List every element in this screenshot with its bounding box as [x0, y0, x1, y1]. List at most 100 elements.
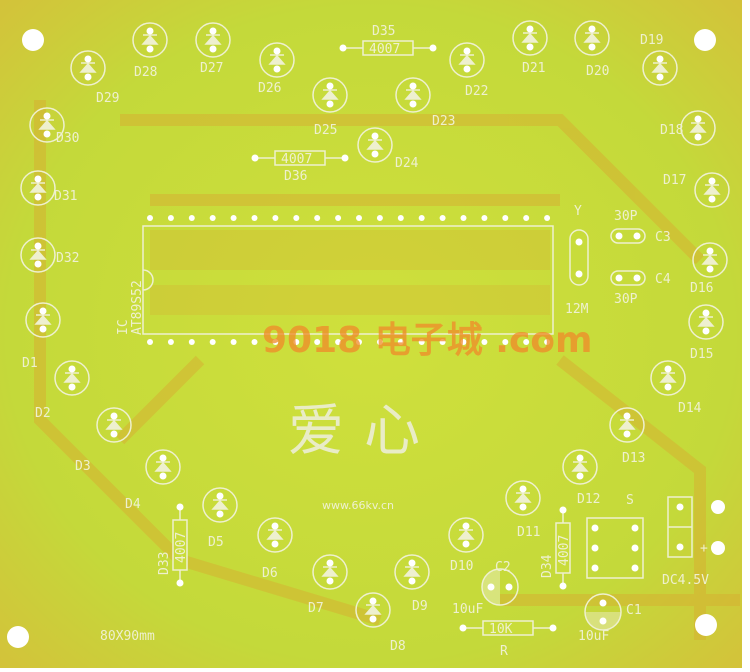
pad-hole	[694, 133, 702, 141]
pad-hole	[599, 599, 607, 607]
diode-symbol-icon	[458, 54, 476, 65]
led-outline	[505, 480, 541, 516]
led-outline	[195, 22, 231, 58]
led-label: D2	[35, 406, 51, 421]
resistor-ref: D33	[157, 552, 172, 575]
resistor-body	[482, 620, 534, 636]
crystal-value: 12M	[565, 302, 589, 317]
led-d27: D27	[195, 22, 231, 76]
pad-hole	[708, 177, 716, 185]
diode-symbol-icon	[404, 89, 422, 100]
pad-hole	[39, 325, 47, 333]
diode-symbol-icon	[63, 372, 81, 383]
cap-outline	[610, 228, 646, 244]
led-outline	[394, 554, 430, 590]
ic-pin	[272, 215, 279, 221]
diode-symbol-icon	[321, 89, 339, 100]
ic-pin	[147, 339, 153, 345]
ic-pin	[523, 215, 530, 221]
ic-pin	[293, 339, 300, 345]
ic-pin	[418, 339, 425, 345]
pad-hole	[559, 582, 567, 590]
pad-hole	[576, 472, 584, 480]
led-label: D23	[432, 114, 455, 129]
ic-pin	[439, 339, 446, 345]
diode-symbol-icon	[651, 62, 669, 73]
diode-symbol-icon	[105, 419, 123, 430]
power-plus: +	[700, 541, 708, 556]
led-d22: D22	[449, 42, 488, 99]
cap-outline	[481, 568, 519, 606]
led-d31: D31	[20, 170, 77, 206]
url-text: www.66kv.cn	[322, 499, 394, 512]
led-outline	[20, 170, 56, 206]
mounting-hole	[22, 29, 44, 51]
ic-pin	[293, 215, 300, 221]
pad-hole	[176, 503, 184, 511]
title-cn: 爱心	[288, 399, 440, 464]
resistor-ref: D34	[540, 554, 555, 578]
diode-symbol-icon	[457, 529, 475, 540]
cap-ref: C4	[655, 272, 671, 287]
ic-pin	[397, 215, 404, 221]
led-d13: D13	[609, 407, 645, 466]
led-label: D3	[75, 459, 91, 474]
cap-value: 30P	[614, 292, 638, 307]
pad-hole	[371, 132, 379, 140]
pad-hole	[519, 503, 527, 511]
pad-hole	[633, 274, 641, 282]
pad-hole	[526, 25, 534, 33]
pad-hole	[576, 454, 584, 462]
pad-hole	[505, 583, 513, 591]
pad-hole	[462, 522, 470, 530]
pad-hole	[369, 597, 377, 605]
pad-hole	[588, 25, 596, 33]
ic-pin	[481, 339, 488, 345]
pad-hole	[34, 242, 42, 250]
diode-symbol-icon	[29, 182, 47, 193]
ic-pin	[147, 215, 153, 221]
led-label: D11	[517, 525, 540, 540]
led-outline	[688, 304, 724, 340]
led-outline	[70, 50, 106, 86]
diode-symbol-icon	[689, 122, 707, 133]
pad-hole	[326, 100, 334, 108]
led-label: D15	[690, 347, 713, 362]
pad-hole	[526, 43, 534, 51]
cap-ref: C2	[495, 560, 511, 575]
pad-hole	[408, 559, 416, 567]
pad-hole	[463, 65, 471, 73]
pad-hole	[68, 365, 76, 373]
pad-hole	[631, 564, 639, 572]
pad-hole	[559, 506, 567, 514]
led-d12: D12	[562, 449, 600, 507]
ic-pin	[335, 339, 342, 345]
pad-hole	[656, 55, 664, 63]
led-outline	[312, 77, 348, 113]
led-d1: D1	[22, 302, 61, 371]
diode-symbol-icon	[154, 461, 172, 472]
diode-symbol-icon	[38, 119, 56, 130]
led-label: D6	[262, 566, 278, 581]
pad-hole	[706, 265, 714, 273]
ic-pin	[230, 339, 237, 345]
resistor-body	[274, 150, 326, 166]
led-outline	[132, 22, 168, 58]
cap-ref: C1	[626, 603, 642, 618]
ic-pin	[481, 215, 488, 221]
led-d30: D30	[29, 107, 79, 146]
cap-outline	[610, 270, 646, 286]
led-d21: D21	[512, 20, 548, 76]
pad-hole	[84, 73, 92, 81]
resistor-ref: R	[500, 644, 508, 659]
pad-hole	[656, 73, 664, 81]
led-d4: D4	[125, 449, 181, 512]
ic-pin	[335, 215, 342, 221]
led-label: D8	[390, 639, 406, 654]
pad-hole	[209, 45, 217, 53]
led-d8: D8	[355, 592, 406, 654]
diode-symbol-icon	[403, 566, 421, 577]
ic-pin	[418, 215, 425, 221]
